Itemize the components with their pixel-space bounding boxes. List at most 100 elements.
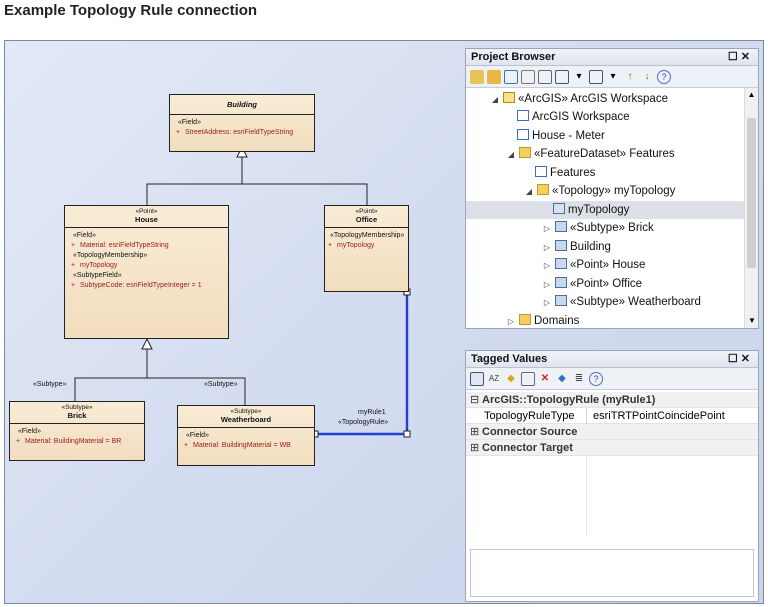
class-name: Building [227, 100, 257, 109]
scroll-down-icon: ▼ [748, 316, 756, 325]
new-package-icon[interactable] [487, 69, 501, 84]
class-name: Brick [67, 411, 87, 420]
tag-value: esriTRTPointCoincidePoint [593, 410, 725, 422]
expanded-arrow-icon: ◢ [525, 187, 533, 196]
close-icon[interactable]: ✕ [740, 51, 753, 63]
tree-item[interactable]: ▷«Point» House [542, 256, 645, 274]
tree-item[interactable]: ▷«Point» Office [542, 275, 642, 293]
connector-handle[interactable] [403, 430, 411, 438]
dropdown-arrow-icon[interactable]: ▾ [576, 71, 582, 82]
generalization-brick-house[interactable] [74, 343, 148, 401]
move-up-icon[interactable]: ↑ [627, 71, 633, 82]
tree-item[interactable]: ◢«ArcGIS» ArcGIS Workspace [490, 90, 668, 108]
tree-item[interactable]: ▷Domains [506, 312, 579, 328]
dropdown-arrow-icon[interactable]: ▾ [610, 71, 616, 82]
restore-icon[interactable]: ☐ [727, 51, 741, 63]
tree-item[interactable]: House - Meter [514, 127, 605, 145]
close-icon[interactable]: ✕ [740, 353, 753, 365]
generalization-weatherboard-house[interactable] [147, 377, 246, 405]
tag-group-row[interactable]: ⊞Connector Source [466, 424, 758, 440]
class-icon [555, 221, 567, 232]
tagged-values-grid: ⊟ArcGIS::TopologyRule (myRule1) Topology… [466, 392, 758, 536]
tree-item[interactable]: Features [532, 164, 595, 182]
attribute: +Material: BuildingMaterial = WB [184, 442, 291, 449]
collapsed-arrow-icon: ▷ [543, 224, 551, 233]
panel-title: Project Browser [471, 51, 556, 63]
browser-tree: ◢«ArcGIS» ArcGIS Workspace ArcGIS Worksp… [466, 88, 758, 328]
connector-layer [74, 145, 411, 438]
vertical-scrollbar[interactable]: ▲ ▼ [744, 88, 758, 328]
rule-name-label: myRule1 [358, 409, 386, 416]
generalization-arrowhead-house [141, 337, 153, 350]
subtype-field-stereotype: «SubtypeField» [73, 272, 122, 279]
tree-item[interactable]: ▷Building [542, 238, 611, 256]
new-model-icon[interactable] [470, 69, 484, 84]
tag-group-row[interactable]: ⊟ArcGIS::TopologyRule (myRule1) [466, 392, 758, 408]
document-icon[interactable] [555, 69, 569, 84]
field-stereotype: «Field» [178, 119, 201, 126]
new-element-icon[interactable] [521, 69, 535, 84]
tree-item[interactable]: ◢«Topology» myTopology [524, 182, 675, 200]
tag-group-row[interactable]: ⊞Connector Target [466, 440, 758, 456]
find-icon[interactable] [538, 69, 552, 84]
tag-icon[interactable]: ◆ [558, 373, 566, 384]
page-heading: Example Topology Rule connection [4, 2, 258, 19]
diagram-icon [517, 110, 529, 121]
collapsed-arrow-icon: ▷ [543, 243, 551, 252]
diagram-icon [553, 203, 565, 214]
topology-stereotype: «TopologyMembership» [330, 232, 405, 239]
package-icon [503, 92, 515, 103]
filter-icon[interactable]: ≣ [574, 373, 584, 384]
class-building[interactable]: Building «Field» +StreetAddress: esriFie… [169, 94, 315, 152]
field-stereotype: «Field» [18, 428, 41, 435]
subtype-label-left: «Subtype» [33, 381, 67, 388]
expanded-arrow-icon: ◢ [491, 95, 499, 104]
new-diagram-icon[interactable] [504, 69, 518, 84]
collapsed-arrow-icon: ▷ [543, 280, 551, 289]
subtype-label-right: «Subtype» [204, 381, 238, 388]
categorize-icon[interactable] [470, 371, 484, 386]
tree-item[interactable]: ◢«FeatureDataset» Features [506, 145, 675, 163]
tree-item-selected[interactable]: myTopology [466, 201, 744, 219]
attribute: +myTopology [328, 242, 375, 249]
field-stereotype: «Field» [73, 232, 96, 239]
class-office[interactable]: «Point»Office «TopologyMembership» +myTo… [324, 205, 409, 292]
class-house[interactable]: «Point»House «Field» +Material: esriFiel… [64, 205, 229, 339]
help-icon[interactable]: ? [657, 69, 671, 84]
expand-icon: ⊞ [470, 426, 480, 438]
tree-item[interactable]: ▷«Subtype» Weatherboard [542, 293, 701, 311]
panel-title-bar: Tagged Values ☐✕ [466, 351, 758, 368]
tag-property-row[interactable]: TopologyRuleType esriTRTPointCoincidePoi… [466, 408, 758, 424]
scroll-thumb [747, 118, 756, 268]
field-stereotype: «Field» [186, 432, 209, 439]
collapse-icon: ⊟ [470, 394, 480, 406]
generalization-house-building[interactable] [146, 151, 243, 205]
class-weatherboard[interactable]: «Subtype»Weatherboard «Field» +Material:… [177, 405, 315, 466]
edit-tag-icon[interactable] [521, 371, 535, 386]
notes-area[interactable] [470, 549, 754, 597]
help-icon[interactable]: ? [589, 371, 603, 386]
attribute: +Material: esriFieldTypeString [71, 242, 169, 249]
move-down-icon[interactable]: ↓ [644, 71, 650, 82]
class-brick[interactable]: «Subtype»Brick «Field» +Material: Buildi… [9, 401, 145, 461]
tree-item[interactable]: ▷«Subtype» Brick [542, 219, 654, 237]
tagged-values-panel: Tagged Values ☐✕ AZ ◆ ✕ ◆ ≣ ? ⊟ArcGIS::T… [465, 350, 759, 602]
attribute: +myTopology [71, 262, 118, 269]
class-icon [555, 240, 567, 251]
tag-name: TopologyRuleType [484, 410, 575, 422]
restore-icon[interactable]: ☐ [727, 353, 741, 365]
browser-toolbar: ▾ ▾ ↑ ↓ ? [466, 66, 758, 88]
tree-item[interactable]: ArcGIS Workspace [514, 108, 630, 126]
generalization-office-building[interactable] [242, 183, 368, 205]
attribute: +SubtypeCode: esriFieldTypeInteger = 1 [71, 282, 202, 289]
folder-icon [519, 314, 531, 325]
ea-application-frame: Building «Field» +StreetAddress: esriFie… [4, 40, 764, 604]
stereotype: «Point» [355, 208, 378, 215]
sort-az-icon[interactable]: AZ [488, 374, 500, 383]
class-name: Weatherboard [220, 415, 272, 424]
view-icon[interactable] [589, 69, 603, 84]
panel-title-bar: Project Browser ☐✕ [466, 49, 758, 66]
collapsed-arrow-icon: ▷ [507, 317, 515, 326]
delete-icon[interactable]: ✕ [540, 373, 550, 384]
new-tag-icon[interactable]: ◆ [507, 373, 515, 384]
